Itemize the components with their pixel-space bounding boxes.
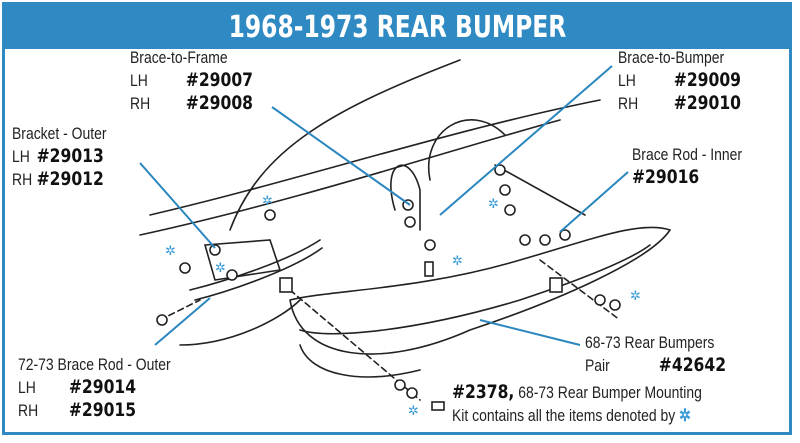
leader-rear-bumpers	[479, 319, 581, 346]
callout-name: 72-73 Brace Rod - Outer	[18, 355, 171, 374]
svg-text:✲: ✲	[165, 244, 176, 259]
diagram-title: 1968-1973 REAR BUMPER	[228, 9, 566, 45]
kit-name: 68-73 Rear Bumper Mounting	[518, 383, 702, 402]
side-label: RH	[130, 94, 151, 113]
leader-brace-rod-outer	[154, 297, 211, 346]
side-label: RH	[618, 94, 639, 113]
part-number: #29013	[36, 145, 104, 167]
bracket-outer-shape	[203, 239, 282, 281]
part-number: #29008	[185, 92, 254, 114]
callout-name: Brace Rod - Inner	[632, 145, 743, 164]
leader-brace-rod-inner	[559, 171, 629, 233]
bracket-arc	[390, 164, 421, 231]
leader-bracket-outer	[139, 162, 216, 249]
callout-name: 68-73 Rear Bumpers	[585, 333, 715, 352]
quantity-label: Pair	[585, 356, 610, 375]
callout-name: Brace-to-Bumper	[618, 48, 725, 67]
part-number: #29010	[673, 92, 742, 114]
side-label: LH	[12, 147, 30, 166]
side-label: LH	[130, 71, 148, 90]
side-label: LH	[618, 71, 636, 90]
svg-text:✲: ✲	[215, 261, 226, 276]
callout-brace-rod-inner: Brace Rod - Inner #29016	[632, 143, 742, 189]
diagram-frame: 1968-1973 REAR BUMPER	[2, 2, 792, 435]
body-outline	[229, 59, 461, 231]
outer-rod-2	[194, 247, 323, 301]
body-lower	[179, 299, 301, 346]
part-number: #29015	[68, 399, 137, 421]
svg-text:✲: ✲	[408, 404, 419, 419]
callout-bracket-outer: Bracket - Outer LH #29013 RH#29012	[12, 122, 107, 191]
side-bolt-line	[159, 299, 201, 321]
part-number: #42642	[658, 354, 727, 376]
svg-text:✲: ✲	[488, 197, 499, 212]
part-number: #2378,	[452, 381, 515, 403]
kit-note: Kit contains all the items denoted by	[452, 406, 676, 425]
title-bar: 1968-1973 REAR BUMPER	[5, 5, 789, 49]
trunk-arc	[427, 119, 506, 181]
part-number: #29016	[632, 166, 700, 188]
bumper-inner	[299, 244, 651, 335]
part-number: #29012	[36, 168, 104, 190]
part-number: #29014	[68, 376, 137, 398]
body-line	[149, 99, 601, 216]
leader-brace-to-bumper	[439, 65, 613, 216]
side-label: RH	[18, 401, 39, 420]
kit-markers: ✲ ✲ ✲ ✲ ✲ ✲ ✲	[165, 194, 641, 419]
bumper-outer	[289, 226, 672, 355]
body-line-2	[139, 119, 561, 236]
svg-text:✲: ✲	[452, 254, 463, 269]
bumper-lower	[299, 344, 421, 378]
outer-rod	[189, 239, 321, 291]
svg-text:✲: ✲	[262, 194, 273, 209]
callout-name: Bracket - Outer	[12, 124, 107, 143]
callout-mounting-kit: #2378, 68-73 Rear Bumper Mounting Kit co…	[452, 381, 702, 427]
side-label: LH	[18, 378, 36, 397]
inner-rod	[494, 164, 586, 216]
part-number: #29009	[673, 69, 742, 91]
side-label: RH	[12, 170, 33, 189]
callout-name: Brace-to-Frame	[130, 48, 228, 67]
svg-text:✲: ✲	[630, 289, 641, 304]
part-number: #29007	[185, 69, 254, 91]
callout-brace-rod-outer: 72-73 Brace Rod - Outer LH #29014 RH #2901…	[18, 353, 171, 422]
callout-brace-to-bumper: Brace-to-Bumper LH #29009 RH #29010	[618, 46, 741, 115]
callout-rear-bumpers: 68-73 Rear Bumpers Pair #42642	[585, 331, 726, 377]
leader-brace-to-frame	[271, 106, 411, 206]
kit-symbol-icon: ✲	[679, 406, 691, 425]
mount-bolt-line-2	[539, 259, 621, 321]
callout-brace-to-frame: Brace-to-Frame LH #29007 RH #29008	[130, 46, 253, 115]
leader-lines	[139, 65, 629, 346]
